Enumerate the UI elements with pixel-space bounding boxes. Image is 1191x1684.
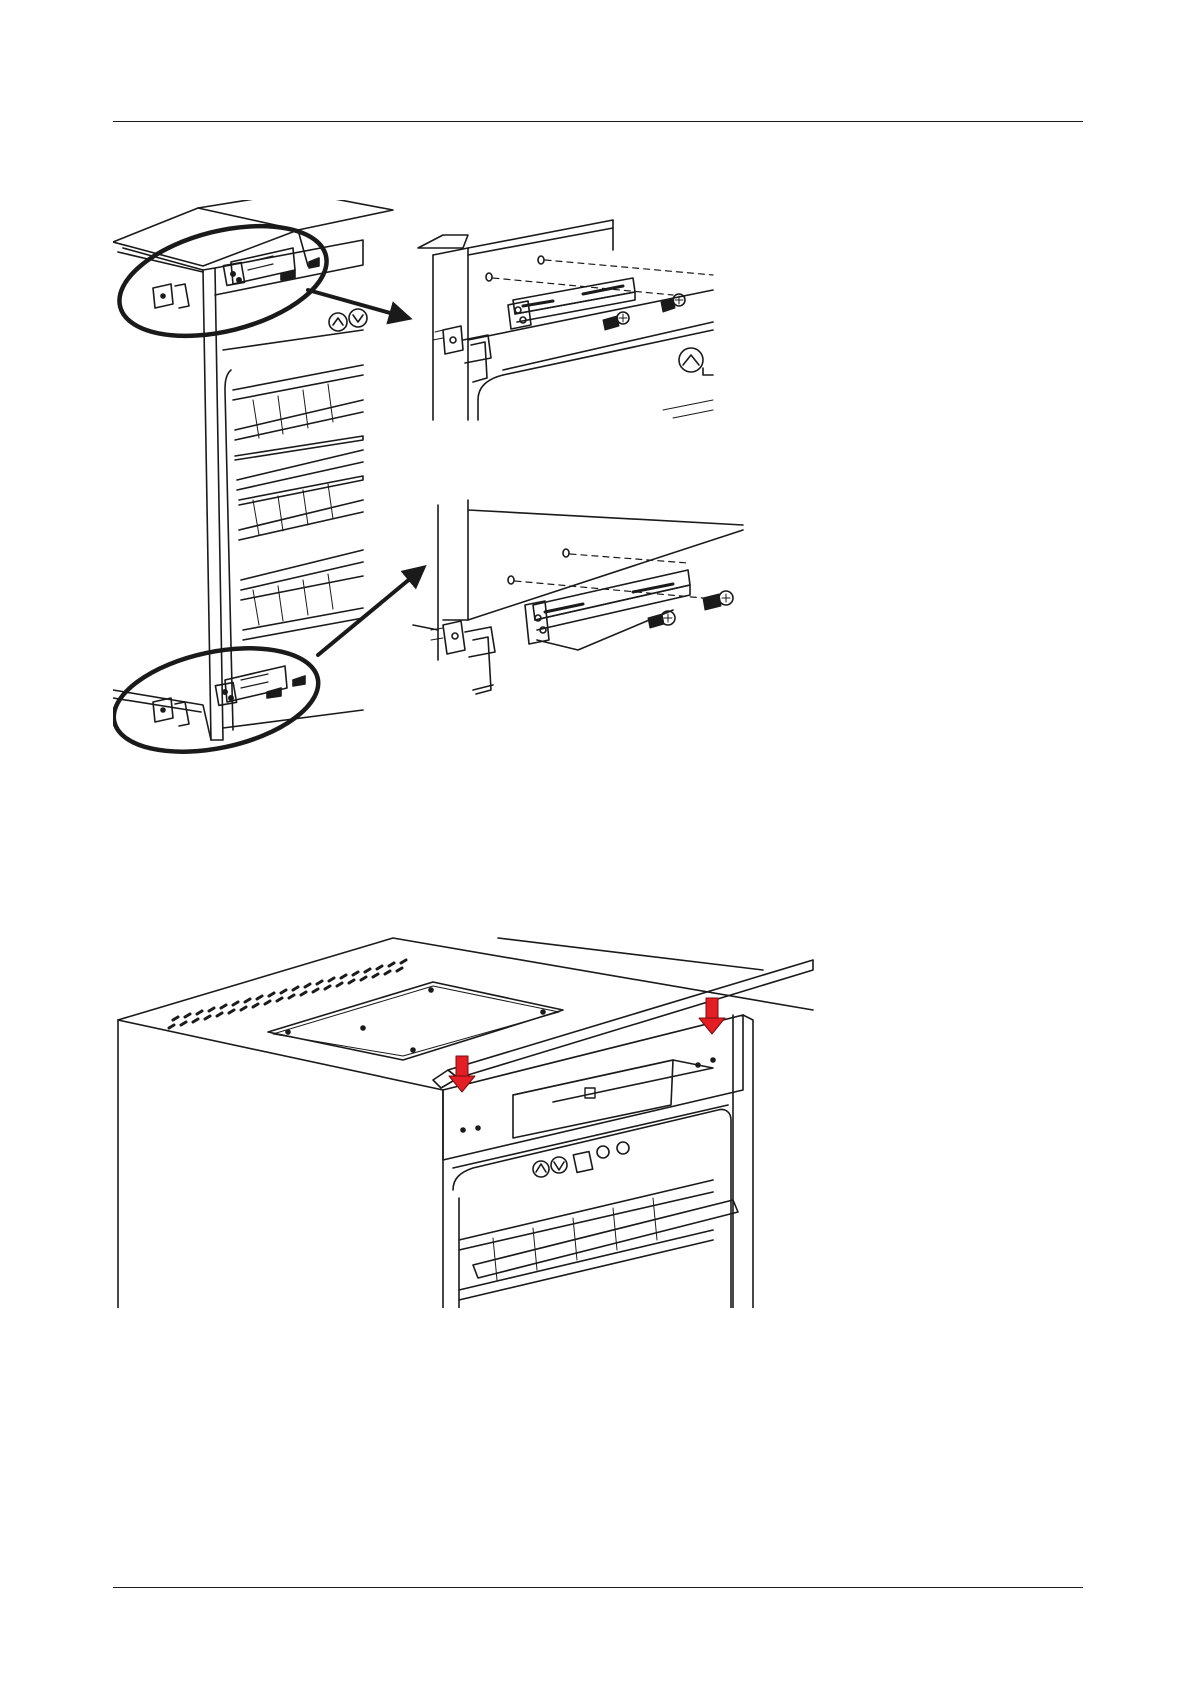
- top-panel-installation-figure: [113, 920, 833, 1308]
- footer-rule: [113, 1587, 1083, 1588]
- top-bracket-detail-inset: [418, 220, 713, 420]
- bracket-detail-figure: [113, 200, 813, 820]
- appliance-top-view: [118, 938, 813, 1308]
- bottom-bracket-detail-inset: [413, 500, 743, 694]
- top-detail-arrow: [308, 290, 408, 318]
- appliance-side-view: [113, 200, 393, 740]
- header-rule: [113, 121, 1083, 122]
- bottom-bracket-callout: [113, 631, 328, 768]
